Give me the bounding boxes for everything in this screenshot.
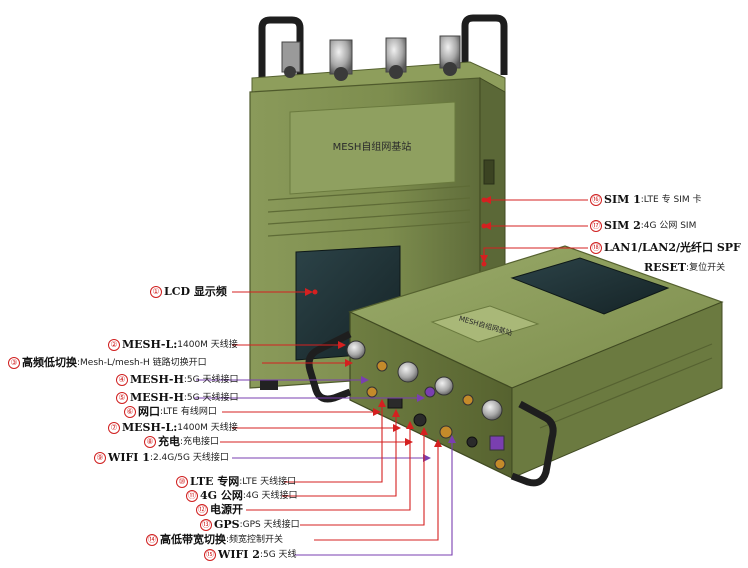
callout-name: 网口 — [138, 405, 160, 418]
callout-mesh-l-antenna-1: ② MESH-L: 1400M 天线接 — [108, 338, 238, 352]
grille — [267, 185, 471, 237]
callout-name: LAN1/LAN2/光纤口 SPF — [604, 241, 741, 254]
right-handle — [461, 14, 508, 75]
left-handle — [258, 16, 304, 78]
callout-number: ⑩ — [176, 476, 188, 488]
top-lcd-screen — [510, 257, 670, 315]
callout-lan-fiber: ⑱ LAN1/LAN2/光纤口 SPF — [590, 241, 741, 255]
callout-sim-1: ⑯ SIM 1 :LTE 专 SIM 卡 — [590, 193, 701, 207]
callout-charging: ⑧ 充电 :充电接口 — [144, 435, 219, 449]
callout-reset: RESET :复位开关 — [644, 261, 725, 275]
callout-number: ③ — [8, 357, 20, 369]
callout-number: ⑪ — [186, 490, 198, 502]
callout-name: LTE 专网 — [190, 475, 240, 488]
callout-number: ① — [150, 286, 162, 298]
callout-number: ⑫ — [196, 504, 208, 516]
callout-number: ⑦ — [108, 422, 120, 434]
callout-name: GPS — [214, 518, 240, 531]
leader-lines — [194, 196, 588, 556]
callout-name: RESET — [644, 261, 687, 274]
callout-name: SIM 1 — [604, 193, 641, 206]
callout-number: ⑥ — [124, 406, 136, 418]
callout-desc: :LTE 有线网口 — [160, 407, 217, 417]
callout-name: 高频低切换 — [22, 356, 77, 369]
callout-gps: ⑬ GPS :GPS 天线接口 — [200, 518, 300, 532]
callout-mesh-l-antenna-2: ⑦ MESH-L: 1400M 天线接 — [108, 421, 238, 435]
callout-desc: :5G 天线 — [259, 550, 297, 560]
callout-number: ⑭ — [146, 534, 158, 546]
callout-name: MESH-H — [130, 391, 184, 404]
callout-name: 充电 — [158, 435, 180, 448]
callout-desc: :LTE 天线接口 — [239, 477, 297, 487]
back-panel-label: MESH自组网基站 — [333, 140, 412, 153]
callout-number: ⑰ — [590, 220, 602, 232]
callout-name: SIM 2 — [604, 219, 641, 232]
callout-number: ⑧ — [144, 436, 156, 448]
callout-desc: :频宽控制开关 — [226, 535, 284, 545]
callout-number: ⑨ — [94, 452, 106, 464]
callout-lte-private: ⑩ LTE 专网 :LTE 天线接口 — [176, 475, 296, 489]
callout-number: ⑯ — [590, 194, 602, 206]
callout-desc: :LTE 专 SIM 卡 — [640, 195, 702, 205]
callout-lcd-display: ① LCD 显示频 — [150, 285, 227, 299]
callout-desc: :Mesh-L/mesh-H 链路切换开口 — [77, 358, 207, 368]
callout-name: MESH-H — [130, 373, 184, 386]
callout-name: 高低带宽切换 — [160, 533, 226, 546]
callout-desc: 1400M 天线接 — [177, 423, 238, 433]
lying-device: MESH自组网基站 — [305, 245, 724, 487]
callout-name: 电源开 — [210, 503, 243, 516]
callout-name: MESH-L: — [122, 338, 178, 351]
callout-wifi-1: ⑨ WIFI 1 :2.4G/5G 天线接口 — [94, 451, 229, 465]
callout-name: LCD 显示频 — [164, 285, 227, 298]
callout-name: 4G 公网 — [200, 489, 243, 502]
top-connectors — [281, 35, 461, 81]
callout-desc: :5G 天线接口 — [183, 375, 239, 385]
callout-desc: :4G 公网 SIM — [640, 221, 697, 231]
callout-high-low-switch: ③ 高频低切换 :Mesh-L/mesh-H 链路切换开口 — [8, 356, 207, 370]
callout-name: WIFI 1 — [108, 451, 150, 464]
callout-wifi-2: ⑮ WIFI 2 :5G 天线 — [204, 548, 297, 562]
callout-desc: :复位开关 — [686, 263, 726, 273]
callout-desc: :2.4G/5G 天线接口 — [149, 453, 229, 463]
callout-mesh-h-antenna-2: ⑤ MESH-H :5G 天线接口 — [116, 391, 238, 405]
callout-number: ④ — [116, 374, 128, 386]
target-dots — [312, 197, 487, 295]
callout-power-on: ⑫ 电源开 — [196, 503, 243, 517]
callout-number: ⑤ — [116, 392, 128, 404]
callout-sim-2: ⑰ SIM 2 :4G 公网 SIM — [590, 219, 696, 233]
callout-number: ⑮ — [204, 549, 216, 561]
front-right-handle — [510, 400, 557, 487]
callout-bandwidth-switch: ⑭ 高低带宽切换 :频宽控制开关 — [146, 533, 283, 547]
callout-network-port: ⑥ 网口 :LTE 有线网口 — [124, 405, 217, 419]
callout-number: ⑬ — [200, 519, 212, 531]
callout-desc: :4G 天线接口 — [242, 491, 298, 501]
callout-4g-public: ⑪ 4G 公网 :4G 天线接口 — [186, 489, 297, 503]
callout-name: WIFI 2 — [218, 548, 260, 561]
callout-name: MESH-L: — [122, 421, 178, 434]
callout-mesh-h-antenna-1: ④ MESH-H :5G 天线接口 — [116, 373, 238, 387]
callout-desc: :5G 天线接口 — [183, 393, 239, 403]
callout-number: ⑱ — [590, 242, 602, 254]
callout-desc: 1400M 天线接 — [177, 340, 238, 350]
callout-desc: :GPS 天线接口 — [239, 520, 300, 530]
callout-desc: :充电接口 — [180, 437, 220, 447]
callout-number: ② — [108, 339, 120, 351]
